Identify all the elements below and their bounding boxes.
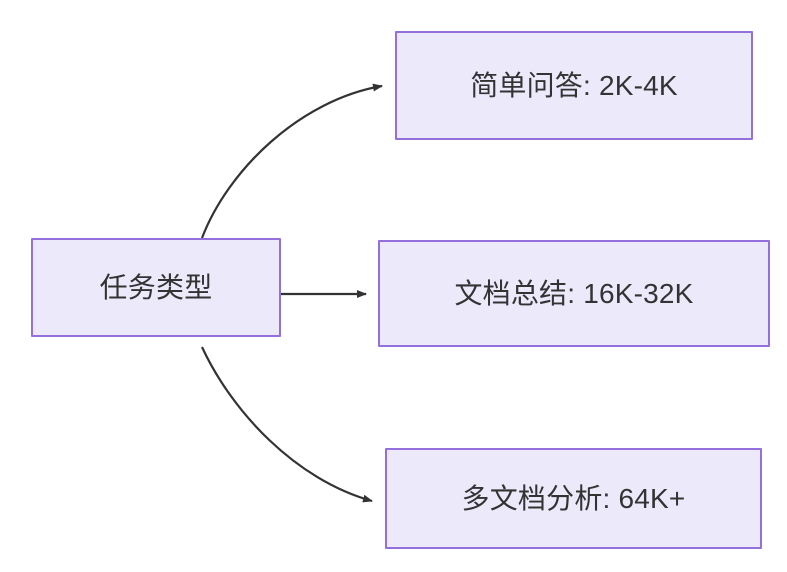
node-multi-doc-analysis[interactable]: 多文档分析: 64K+ — [385, 448, 762, 549]
node-multi-doc-analysis-label: 多文档分析: 64K+ — [461, 482, 686, 514]
node-task-type-label: 任务类型 — [99, 271, 213, 303]
edge-task-type-to-multi-doc-analysis — [201, 346, 373, 503]
node-simple-qa-label: 简单问答: 2K-4K — [470, 69, 678, 101]
node-simple-qa[interactable]: 简单问答: 2K-4K — [395, 31, 753, 140]
node-task-type[interactable]: 任务类型 — [31, 238, 281, 337]
edge-task-type-to-simple-qa — [200, 83, 383, 239]
node-doc-summary[interactable]: 文档总结: 16K-32K — [378, 240, 770, 347]
node-doc-summary-label: 文档总结: 16K-32K — [454, 277, 694, 309]
